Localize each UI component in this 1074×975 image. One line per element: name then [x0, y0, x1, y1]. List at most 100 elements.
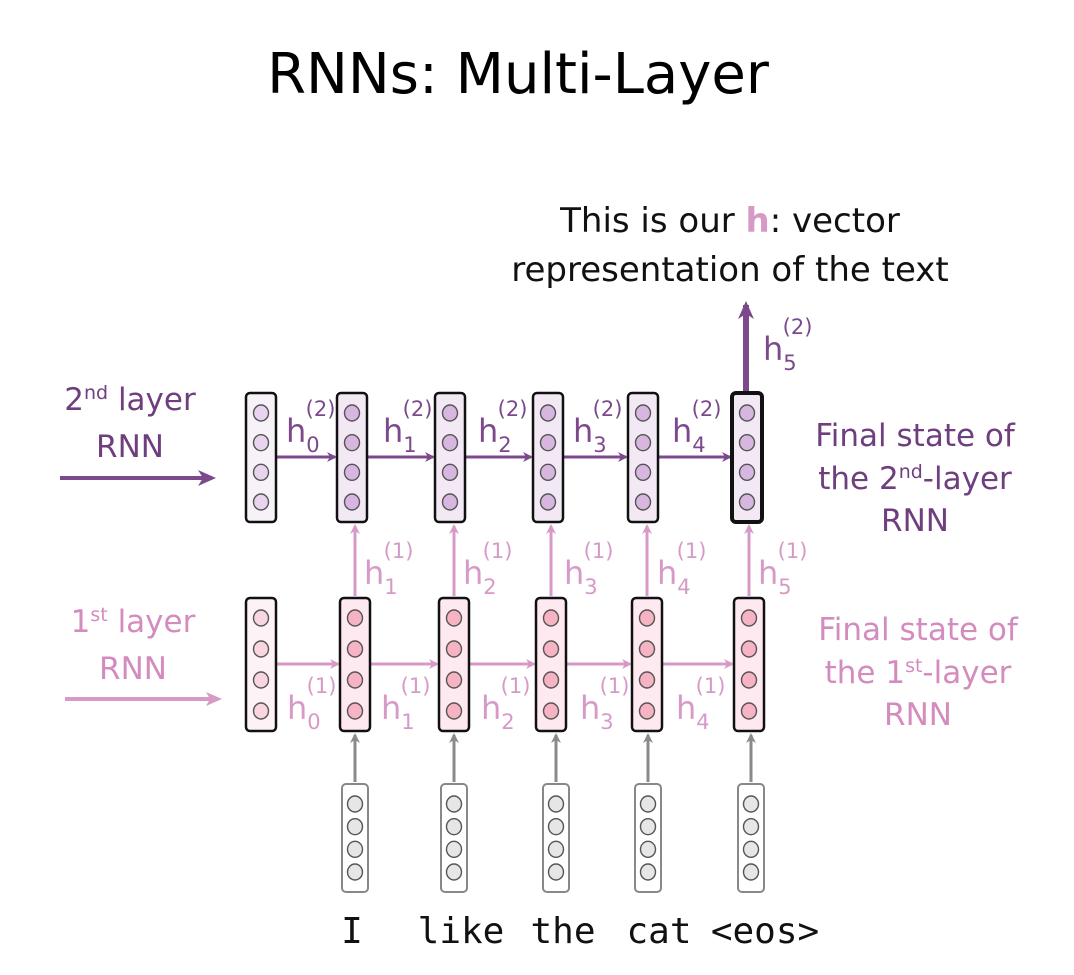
hidden-unit	[547, 840, 565, 859]
hidden-unit	[252, 463, 270, 482]
hidden-unit	[252, 404, 270, 422]
hidden-unit	[639, 817, 657, 836]
layer1-state-label-0: h0(1)	[287, 674, 336, 734]
caption-line-1: This is our h: vector	[559, 201, 900, 241]
inter-layer-state-label-0: h1(1)	[364, 539, 413, 599]
cell-box	[341, 783, 369, 893]
input-word-1: like	[418, 911, 505, 952]
hidden-unit	[738, 404, 756, 422]
rnn-cells	[244, 391, 766, 893]
cell-box	[534, 596, 568, 733]
inter-layer-state-label-2: h3(1)	[564, 539, 613, 599]
cell-box	[634, 783, 662, 893]
input-word-2: the	[530, 911, 595, 952]
layer2-cell-3	[531, 391, 565, 524]
cell-box	[440, 783, 468, 893]
input-cell-3	[634, 783, 662, 893]
hidden-unit	[441, 404, 459, 422]
layer1-state-label-2: h2(1)	[481, 674, 530, 734]
layer2-cell-0	[244, 391, 278, 524]
hidden-unit	[252, 493, 270, 511]
inter-layer-state-label-4: h5(1)	[758, 539, 807, 599]
hidden-unit	[547, 795, 565, 813]
cell-box	[433, 391, 467, 524]
hidden-unit	[445, 840, 463, 859]
hidden-unit	[638, 671, 656, 689]
hidden-unit	[445, 609, 463, 627]
layer1-cell-0	[244, 596, 278, 733]
hidden-unit	[252, 640, 270, 658]
hidden-unit	[445, 640, 463, 658]
hidden-unit	[445, 795, 463, 813]
hidden-unit	[539, 404, 557, 422]
inter-layer-state-label-3: h4(1)	[657, 539, 706, 599]
label-1st-layer: 1st layer	[71, 604, 196, 640]
hidden-unit	[346, 640, 364, 658]
hidden-unit	[639, 795, 657, 813]
layer1-cell-3	[534, 596, 568, 733]
hidden-unit	[738, 463, 756, 482]
final-state-2-line-2: the 2nd-layer	[818, 461, 1012, 497]
layer2-cell-4	[626, 391, 660, 524]
hidden-unit	[738, 493, 756, 511]
layer1-cell-5	[732, 596, 766, 733]
hidden-unit	[252, 671, 270, 689]
cell-box	[244, 391, 278, 524]
hidden-unit	[346, 863, 364, 881]
cell-box	[730, 391, 764, 524]
hidden-unit	[742, 863, 760, 881]
hidden-unit	[343, 463, 361, 482]
hidden-unit	[343, 404, 361, 422]
hidden-unit	[542, 702, 560, 720]
input-cell-2	[542, 783, 570, 893]
state-labels: h0(2)h1(2)h2(2)h3(2)h4(2)h5(2)h1(1)h2(1)…	[286, 315, 812, 734]
hidden-unit	[639, 840, 657, 859]
hidden-unit	[441, 433, 459, 452]
layer2-state-label-2: h2(2)	[478, 397, 527, 457]
layer1-state-label-3: h3(1)	[580, 674, 629, 734]
caption-line-2: representation of the text	[511, 250, 948, 290]
cell-box	[732, 596, 766, 733]
cell-box	[542, 783, 570, 893]
cell-box	[630, 596, 664, 733]
hidden-unit	[441, 493, 459, 511]
cell-box	[244, 596, 278, 733]
hidden-unit	[639, 863, 657, 881]
input-cell-0	[341, 783, 369, 893]
final-state-2-line-1: Final state of	[815, 418, 1016, 454]
layer2-state-label-0: h0(2)	[286, 397, 335, 457]
hidden-unit	[547, 863, 565, 881]
layer1-state-label-1: h1(1)	[381, 674, 430, 734]
hidden-unit	[445, 863, 463, 881]
layer2-state-label-5: h5(2)	[763, 315, 812, 375]
hidden-unit	[742, 795, 760, 813]
final-state-1-line-2: the 1st-layer	[825, 655, 1012, 691]
input-word-3: cat	[626, 911, 691, 952]
hidden-unit	[346, 817, 364, 836]
layer2-cell-2	[433, 391, 467, 524]
hidden-unit	[343, 493, 361, 511]
label-2nd-layer-rnn: RNN	[96, 429, 164, 465]
hidden-unit	[346, 702, 364, 720]
hidden-unit	[542, 671, 560, 689]
final-state-1-line-3: RNN	[884, 697, 952, 733]
layer1-cell-2	[437, 596, 471, 733]
hidden-unit	[539, 433, 557, 452]
hidden-unit	[634, 493, 652, 511]
cell-box	[626, 391, 660, 524]
inter-layer-state-label-1: h2(1)	[463, 539, 512, 599]
hidden-unit	[346, 795, 364, 813]
hidden-unit	[252, 433, 270, 452]
input-word-4: <eos>	[711, 911, 819, 952]
hidden-unit	[738, 433, 756, 452]
cell-box	[437, 596, 471, 733]
layer1-cell-4	[630, 596, 664, 733]
final-state-2-line-3: RNN	[881, 503, 949, 539]
hidden-unit	[346, 671, 364, 689]
layer1-cell-1	[338, 596, 372, 733]
hidden-unit	[547, 817, 565, 836]
hidden-unit	[638, 640, 656, 658]
hidden-unit	[634, 433, 652, 452]
hidden-unit	[346, 840, 364, 859]
label-2nd-layer: 2nd layer	[64, 382, 196, 418]
